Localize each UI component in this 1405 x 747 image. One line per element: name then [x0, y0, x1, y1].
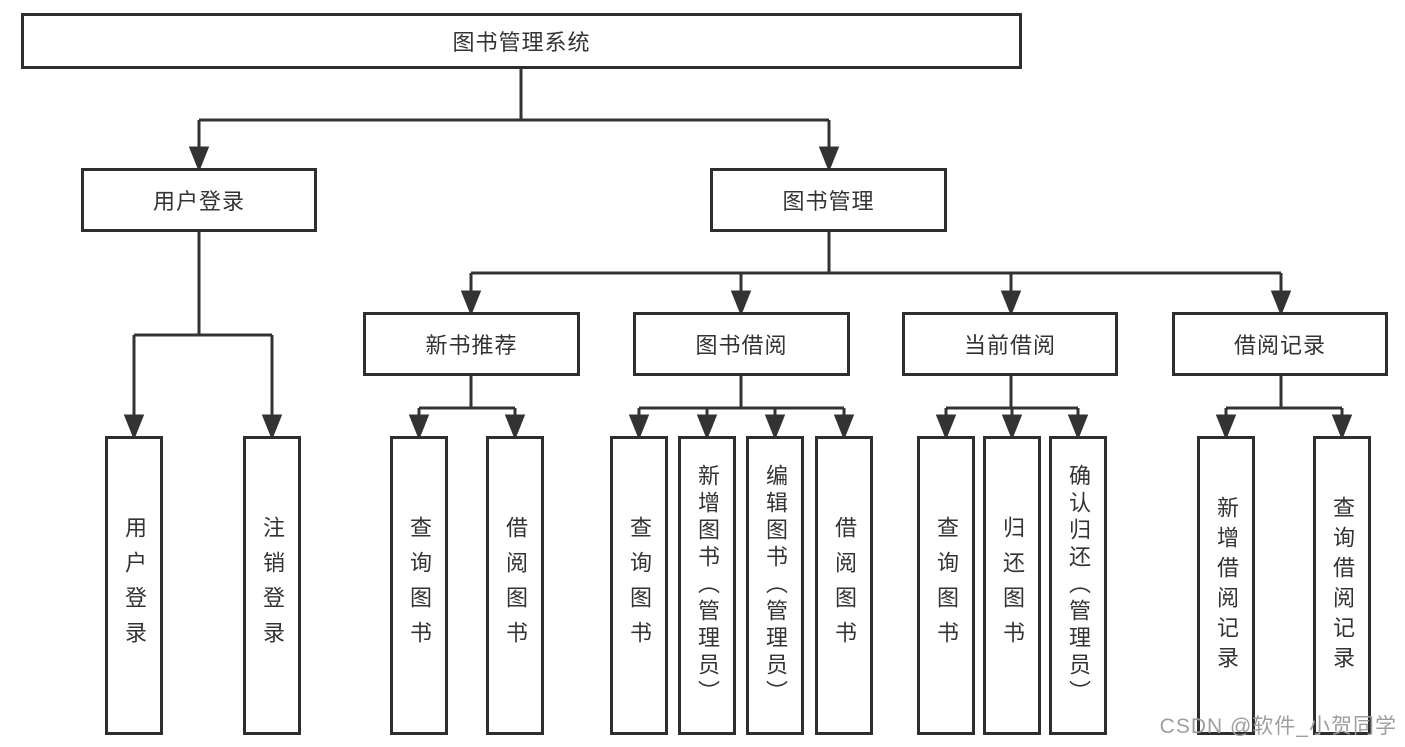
node-label: 用户登录 [152, 189, 245, 214]
connector-mgmt-to-level3 [460, 232, 1292, 317]
node-label: 查询图书 [627, 515, 652, 656]
connector-records-to-leaves [1215, 375, 1353, 441]
node-label: 查询图书 [934, 515, 959, 656]
node-label: 图书管理系统 [452, 30, 591, 55]
connector-login-to-leaves [123, 232, 283, 441]
node-label: 注销登录 [260, 515, 285, 656]
node-current-confirm-return-admin: 确认归还（管理员） [1049, 436, 1107, 735]
node-label: 查询借阅记录 [1330, 495, 1355, 676]
node-book-borrow: 图书借阅 [633, 312, 850, 376]
connector-borrow-to-leaves [628, 375, 855, 441]
node-records-query-record: 查询借阅记录 [1313, 436, 1371, 735]
node-label: 图书借阅 [695, 333, 788, 358]
node-label: 用户登录 [122, 515, 147, 656]
node-label: 图书管理 [782, 189, 875, 214]
connector-newrec-to-leaves [408, 375, 526, 441]
node-new-book-recommend: 新书推荐 [363, 312, 580, 376]
node-label: 借阅图书 [503, 515, 528, 656]
node-label: 借阅记录 [1233, 333, 1326, 358]
node-label: 新增图书（管理员） [695, 464, 720, 707]
node-records-add-record: 新增借阅记录 [1197, 436, 1255, 735]
node-borrow-add-books-admin: 新增图书（管理员） [678, 436, 736, 735]
node-login-logout: 注销登录 [243, 436, 301, 735]
node-borrow-edit-books-admin: 编辑图书（管理员） [746, 436, 804, 735]
node-current-query-books: 查询图书 [917, 436, 975, 735]
node-current-return-books: 归还图书 [983, 436, 1041, 735]
node-label: 编辑图书（管理员） [763, 464, 788, 707]
node-label: 新增借阅记录 [1214, 495, 1239, 676]
node-label: 查询图书 [407, 515, 432, 656]
node-label: 新书推荐 [425, 333, 518, 358]
node-book-management: 图书管理 [710, 168, 947, 232]
node-newrec-borrow-books: 借阅图书 [486, 436, 544, 735]
csdn-watermark: CSDN @软件_小贺同学 [1159, 715, 1397, 738]
node-borrow-records: 借阅记录 [1172, 312, 1388, 376]
node-root: 图书管理系统 [21, 13, 1022, 69]
node-label: 确认归还（管理员） [1066, 464, 1091, 707]
node-label: 归还图书 [1000, 515, 1025, 656]
connector-current-to-leaves [935, 375, 1089, 441]
node-label: 借阅图书 [832, 515, 857, 656]
node-login-user-login: 用户登录 [105, 436, 163, 735]
node-label: 当前借阅 [963, 333, 1056, 358]
node-newrec-query-books: 查询图书 [390, 436, 448, 735]
node-borrow-borrow-books: 借阅图书 [815, 436, 873, 735]
node-borrow-query-books: 查询图书 [610, 436, 668, 735]
connector-root-to-level2 [188, 68, 840, 173]
node-current-borrow: 当前借阅 [902, 312, 1118, 376]
node-user-login: 用户登录 [81, 168, 317, 232]
